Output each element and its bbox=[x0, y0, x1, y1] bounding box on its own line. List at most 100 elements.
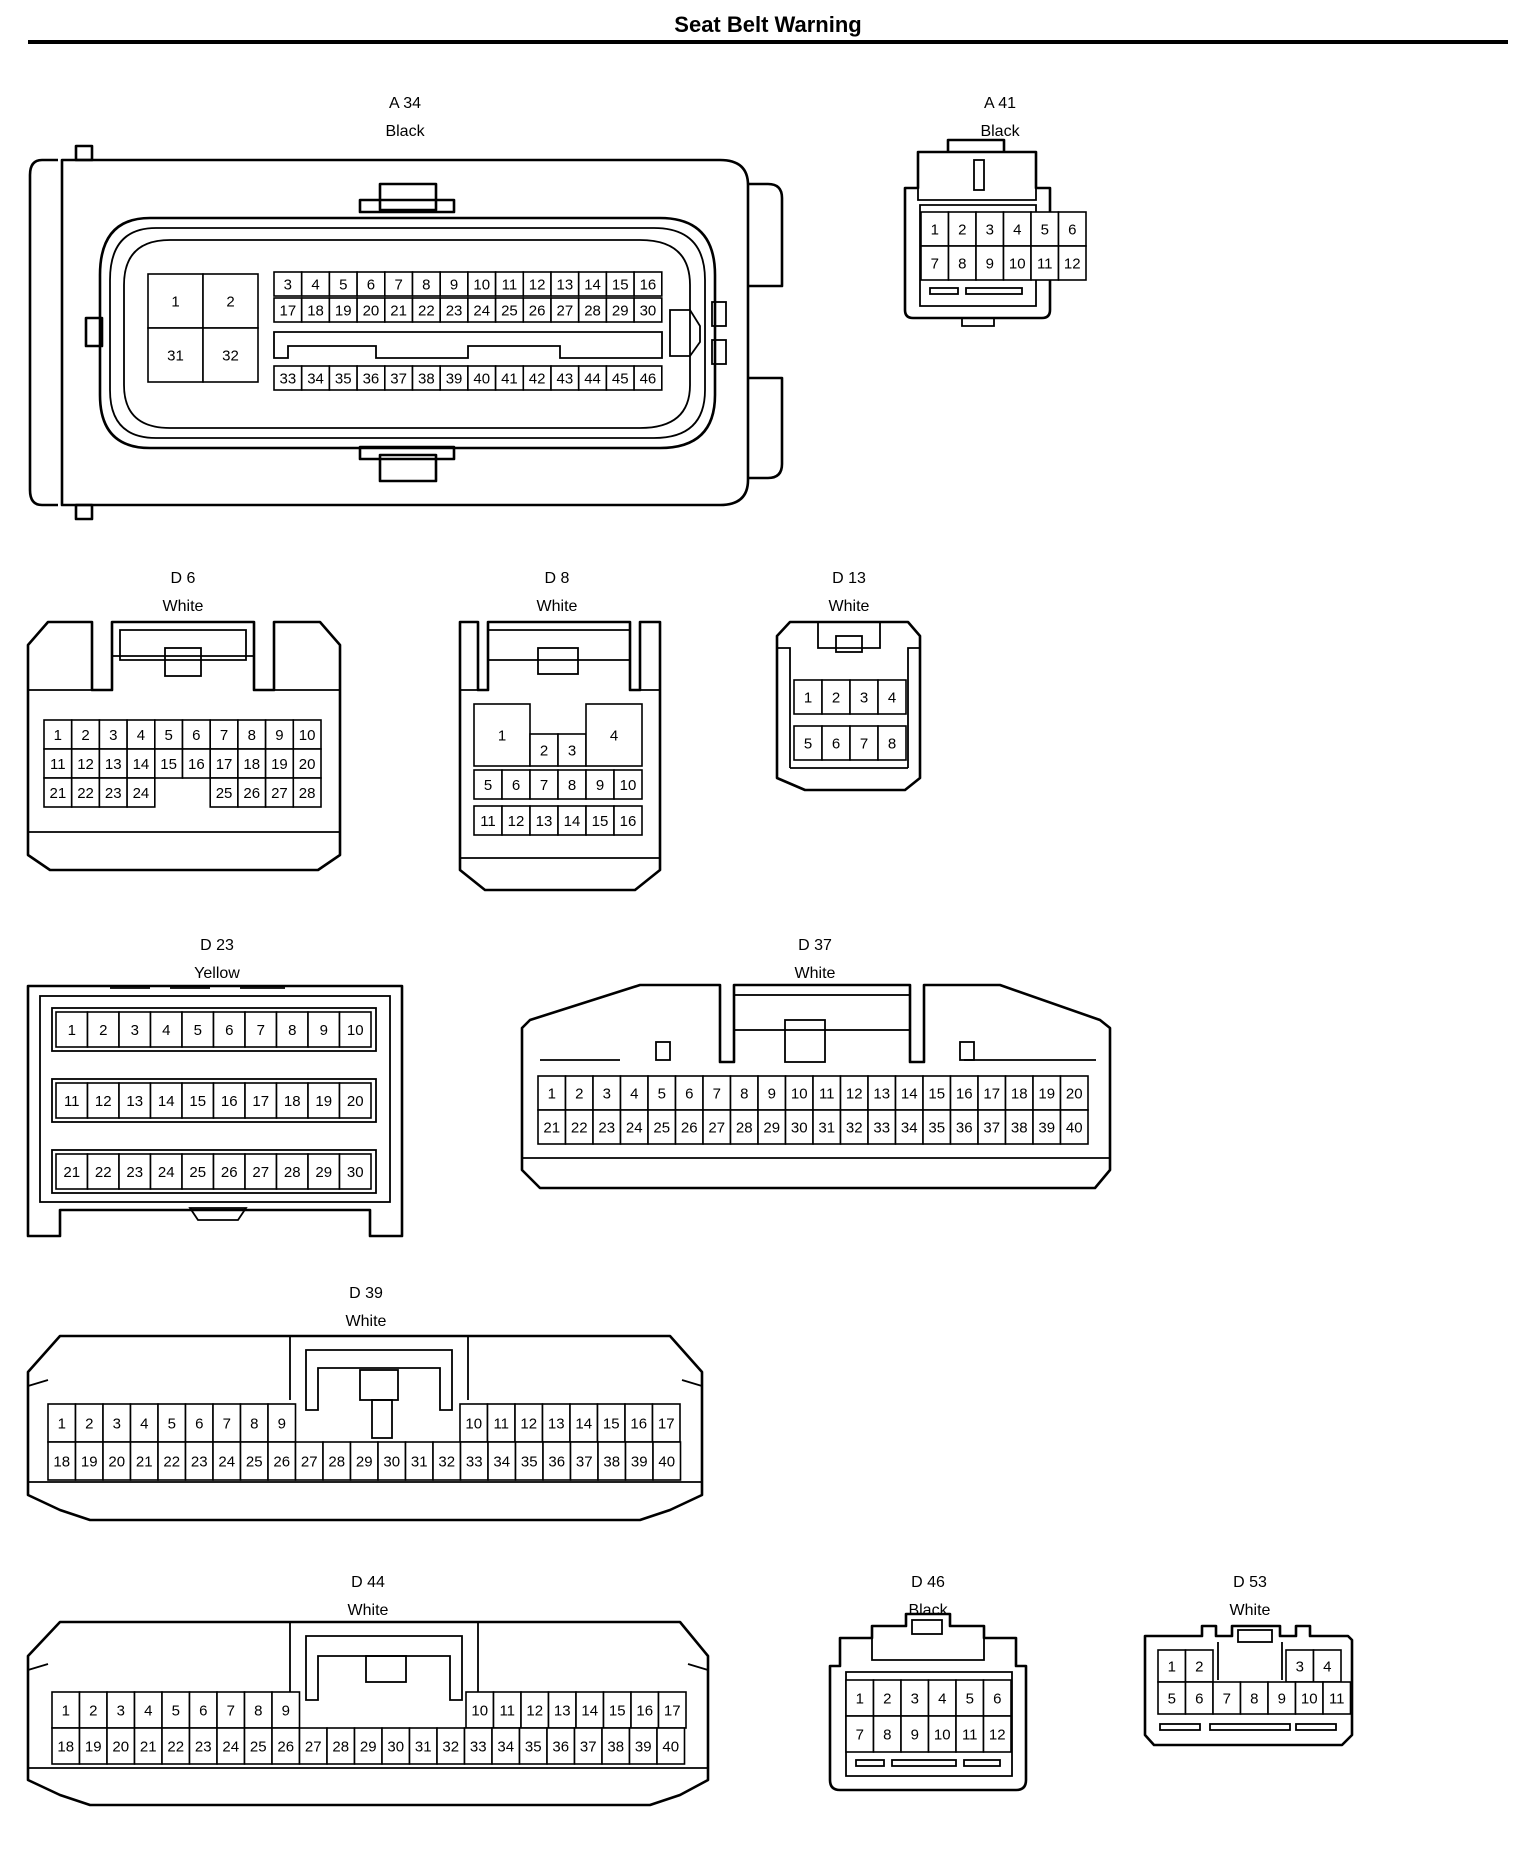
connector-d37-color: White bbox=[795, 965, 836, 982]
pin-number: 10 bbox=[465, 1416, 482, 1433]
pin-cell bbox=[47, 1441, 77, 1481]
pin-number: 14 bbox=[564, 813, 581, 830]
pin-cavity: 18 bbox=[300, 297, 331, 323]
pin-cavity: 12 bbox=[839, 1075, 869, 1111]
pin-cell bbox=[605, 365, 635, 391]
pin-cell bbox=[975, 211, 1005, 247]
connector-d23-bottom-key bbox=[188, 1207, 248, 1221]
pin-cavity: 5 bbox=[647, 1075, 677, 1111]
pin-cell bbox=[1184, 1649, 1214, 1683]
pin-number: 2 bbox=[89, 1703, 97, 1720]
pin-cavity: 32 bbox=[432, 1441, 462, 1481]
connector-d39-lock-stem bbox=[371, 1399, 393, 1439]
pin-cavity: 21 bbox=[133, 1727, 163, 1765]
pin-cell bbox=[338, 1011, 372, 1048]
pin-cavity: 18 bbox=[275, 1082, 309, 1119]
pin-cavity: 2 bbox=[78, 1691, 108, 1729]
pin-cavity: 2 bbox=[1184, 1649, 1214, 1683]
pin-number: 12 bbox=[989, 1727, 1006, 1744]
pin-number: 11 bbox=[1329, 1691, 1345, 1708]
pin-cavity: 40 bbox=[652, 1441, 682, 1481]
pin-cavity: 2 bbox=[70, 719, 101, 750]
pin-cell bbox=[463, 1727, 493, 1765]
pin-cell bbox=[74, 1403, 104, 1443]
pin-number: 29 bbox=[612, 303, 629, 320]
pin-cavity: 45 bbox=[605, 365, 635, 391]
pin-cavity: 9 bbox=[975, 245, 1005, 281]
pin-cavity: 18 bbox=[51, 1727, 81, 1765]
pin-cavity: 15 bbox=[922, 1075, 952, 1111]
pin-number: 24 bbox=[473, 303, 490, 320]
pin-cavity: 21 bbox=[55, 1153, 89, 1190]
connector-d23-color: Yellow bbox=[194, 965, 240, 982]
pin-cavity: 19 bbox=[307, 1082, 341, 1119]
pin-cavity: 32 bbox=[436, 1727, 466, 1765]
pin-cell bbox=[702, 1109, 732, 1145]
pin-cavity: 28 bbox=[326, 1727, 356, 1765]
pin-number: 1 bbox=[68, 1022, 76, 1039]
pin-number: 17 bbox=[252, 1093, 269, 1110]
connector-d13-side-rails bbox=[777, 647, 920, 768]
pin-number: 25 bbox=[246, 1454, 263, 1471]
pin-cell bbox=[129, 1403, 159, 1443]
pin-number: 30 bbox=[791, 1120, 808, 1137]
pin-cell bbox=[573, 1727, 603, 1765]
pin-cavity: 2 bbox=[86, 1011, 120, 1048]
pin-cavity: 18 bbox=[1004, 1075, 1034, 1111]
pin-cell bbox=[1032, 1109, 1062, 1145]
pin-cavity: 1 bbox=[473, 703, 531, 767]
connector-d53-latch bbox=[1237, 1629, 1273, 1643]
pin-number: 26 bbox=[681, 1120, 698, 1137]
pin-cell bbox=[411, 365, 442, 391]
connector-a34-right-tab-bottom bbox=[748, 376, 784, 480]
pin-cavity: 7 bbox=[216, 1691, 246, 1729]
pin-number: 38 bbox=[607, 1739, 624, 1756]
pin-cavity: 3 bbox=[118, 1011, 152, 1048]
pin-number: 3 bbox=[986, 222, 994, 239]
pin-number: 4 bbox=[144, 1703, 152, 1720]
pin-cavity: 31 bbox=[812, 1109, 842, 1145]
pin-cavity: 42 bbox=[522, 365, 552, 391]
pin-cavity: 38 bbox=[411, 365, 442, 391]
pin-number: 2 bbox=[540, 743, 548, 760]
pin-cavity: 24 bbox=[212, 1441, 242, 1481]
connector-a41-bottom-key bbox=[961, 318, 995, 327]
pin-cavity: 17 bbox=[657, 1691, 687, 1729]
pin-number: 24 bbox=[218, 1454, 235, 1471]
pin-cell bbox=[328, 297, 358, 323]
pin-cavity: 14 bbox=[575, 1691, 605, 1729]
connector-d8-id: D 8 bbox=[545, 570, 570, 587]
pin-cell bbox=[597, 1441, 627, 1481]
pin-cavity: 1 bbox=[51, 1691, 81, 1729]
connector-d46-rib bbox=[963, 1759, 1001, 1767]
pin-cavity: 2 bbox=[872, 1679, 902, 1717]
pin-number: 4 bbox=[938, 1691, 946, 1708]
pin-number: 27 bbox=[252, 1164, 269, 1181]
pin-cavity: 40 bbox=[656, 1727, 686, 1765]
pin-number: 19 bbox=[315, 1093, 332, 1110]
pin-cavity: 4 bbox=[126, 719, 156, 750]
pin-cell bbox=[977, 1109, 1007, 1145]
pin-cell bbox=[492, 1691, 522, 1729]
pin-cavity: 4 bbox=[300, 271, 331, 297]
pin-number: 5 bbox=[172, 1703, 180, 1720]
connector-d46-color: Black bbox=[908, 1602, 948, 1619]
pin-cell bbox=[541, 1403, 571, 1443]
pin-number: 11 bbox=[480, 813, 496, 830]
pin-cavity: 24 bbox=[467, 297, 497, 323]
pin-number: 5 bbox=[1168, 1691, 1176, 1708]
pin-cell bbox=[264, 748, 295, 779]
pin-number: 31 bbox=[415, 1739, 432, 1756]
pin-cell bbox=[70, 748, 101, 779]
pin-cavity: 29 bbox=[353, 1727, 383, 1765]
pin-cavity: 3 bbox=[849, 679, 879, 715]
pin-number: 10 bbox=[620, 777, 637, 794]
pin-number: 15 bbox=[928, 1086, 945, 1103]
connector-d6-id: D 6 bbox=[171, 570, 196, 587]
pin-cavity: 10 bbox=[927, 1715, 957, 1753]
pin-cell bbox=[651, 1403, 681, 1443]
pin-cell bbox=[307, 1011, 341, 1048]
pin-cavity: 34 bbox=[487, 1441, 517, 1481]
